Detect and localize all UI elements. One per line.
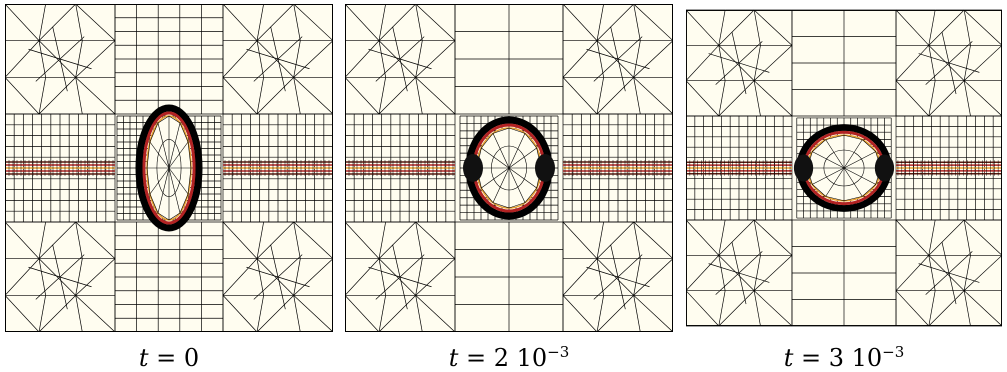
mesh-plot-3 <box>686 9 1002 327</box>
mesh-group-1 <box>5 4 333 332</box>
refined-lobe-right-2 <box>535 154 555 182</box>
mesh-panel-2 <box>345 4 673 332</box>
mesh-group-3 <box>686 9 1002 327</box>
mesh-plot-2 <box>345 4 673 332</box>
time-caption-1: t = 0 <box>138 344 200 372</box>
refined-lobe-right-3 <box>874 154 895 182</box>
bubble-dark-ring-1 <box>135 104 203 232</box>
mesh-plot-1 <box>5 4 333 332</box>
mesh-group-2 <box>345 4 673 332</box>
refined-lobe-left-2 <box>463 154 483 182</box>
time-caption-3: t = 3 10−3 <box>783 343 905 372</box>
mesh-frame-1 <box>5 4 333 332</box>
mesh-frame-2 <box>345 4 673 332</box>
time-caption-2: t = 2 10−3 <box>448 343 570 372</box>
mesh-frame-3 <box>686 10 1002 326</box>
bubble-interface-1 <box>142 111 196 225</box>
refined-lobe-left-3 <box>793 154 814 182</box>
mesh-panel-3 <box>686 4 1007 332</box>
mesh-panel-1 <box>5 4 333 332</box>
